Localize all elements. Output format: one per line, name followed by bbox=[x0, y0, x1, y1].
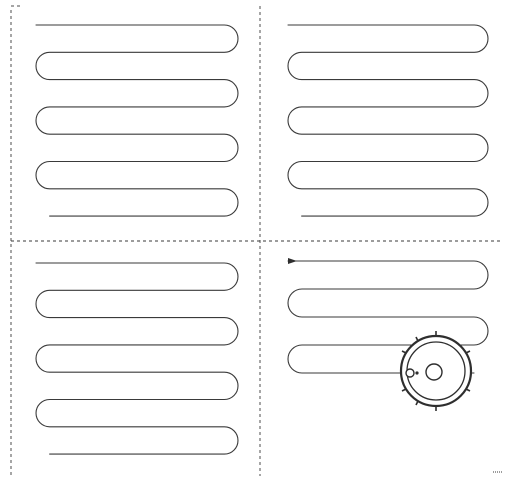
start-arrow-icon bbox=[288, 258, 297, 264]
cleaning-path-bottom-left bbox=[36, 263, 238, 454]
bumper-tick bbox=[466, 351, 470, 353]
cleaning-path-top-right bbox=[288, 25, 488, 216]
bumper-tick bbox=[416, 337, 418, 341]
cleaning-path-top-left bbox=[36, 25, 238, 216]
lidar-turret bbox=[426, 364, 442, 380]
bumper-tick bbox=[402, 351, 406, 353]
bumper-tick bbox=[402, 389, 406, 391]
bumper-tick bbox=[466, 389, 470, 391]
indicator-light bbox=[415, 371, 418, 374]
robot-vacuum-icon bbox=[401, 331, 471, 411]
bumper-tick bbox=[416, 401, 418, 405]
side-sensor bbox=[406, 369, 414, 377]
